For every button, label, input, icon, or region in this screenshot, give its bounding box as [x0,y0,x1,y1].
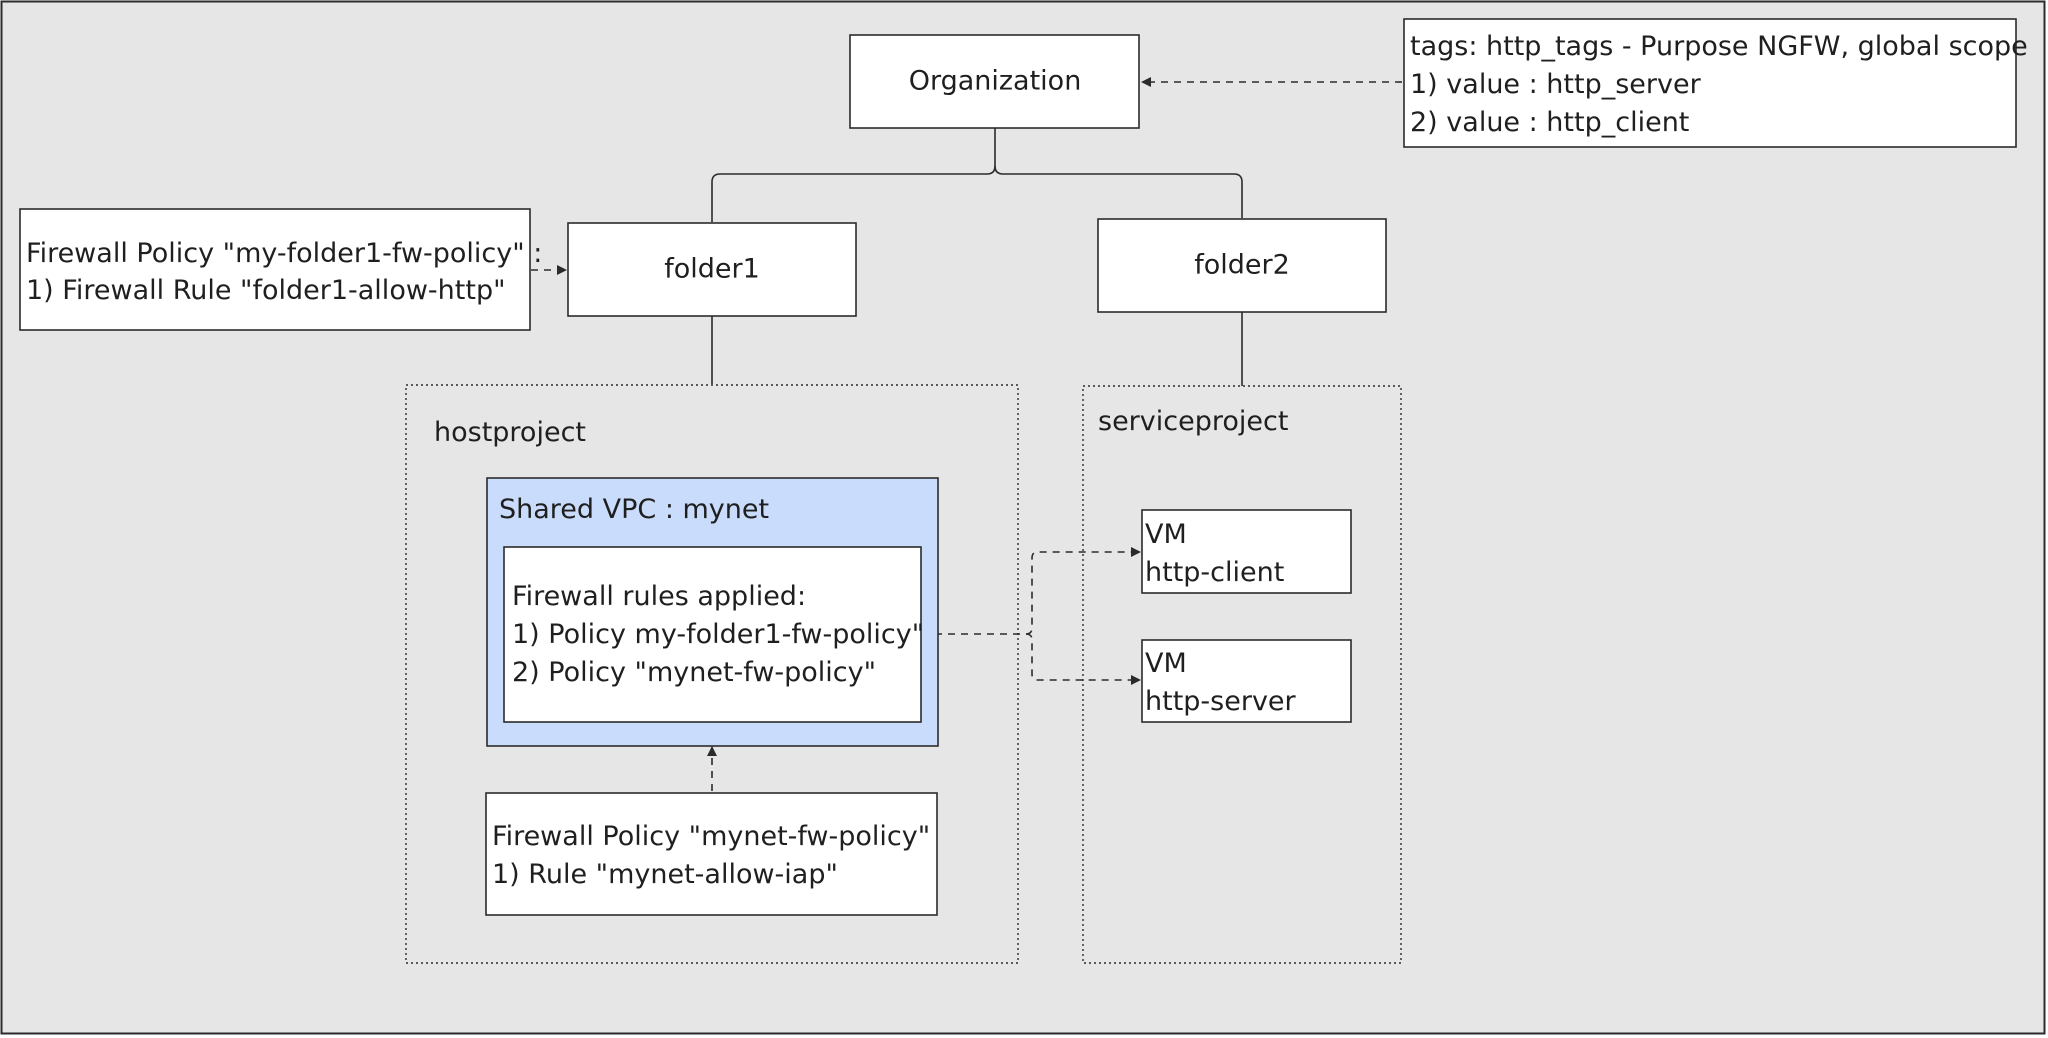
firewall-rules-applied-box[interactable]: Firewall rules applied: 1) Policy my-fol… [503,546,924,723]
folder1-label: folder1 [664,254,760,285]
rules-applied-line-1: Firewall rules applied: [512,581,806,612]
org-tags-line-2: 1) value : http_server [1410,69,1702,100]
folder1-policy-box[interactable]: Firewall Policy "my-folder1-fw-policy" :… [19,208,542,331]
org-tags-line-1: tags: http_tags - Purpose NGFW, global s… [1410,31,2028,62]
org-tags-line-3: 2) value : http_client [1410,107,1689,138]
rules-applied-line-2: 1) Policy my-folder1-fw-policy" [512,619,924,650]
mynet-policy-box[interactable]: Firewall Policy "mynet-fw-policy" 1) Rul… [485,792,938,916]
vm-client-line-1: VM [1145,519,1187,550]
hostproject-label: hostproject [434,417,586,448]
dashed-arrows [531,77,1402,791]
mynet-policy-line-2: 1) Rule "mynet-allow-iap" [492,859,838,890]
organization-node[interactable]: Organization [849,34,1140,129]
serviceproject-label: serviceproject [1098,406,1288,437]
vm-client-line-2: http-client [1145,557,1284,588]
folder1-policy-line-1: Firewall Policy "my-folder1-fw-policy" : [26,238,542,269]
mynet-policy-line-1: Firewall Policy "mynet-fw-policy" [492,821,930,852]
vm-http-client-node[interactable]: VM http-client [1141,509,1352,594]
serviceproject-container[interactable]: serviceproject [1082,385,1402,964]
folder2-node[interactable]: folder2 [1097,218,1387,313]
vm-http-server-node[interactable]: VM http-server [1141,639,1352,723]
folder2-label: folder2 [1194,250,1290,281]
rules-applied-line-3: 2) Policy "mynet-fw-policy" [512,657,876,688]
hostproject-container[interactable]: hostproject [405,384,1019,964]
folder1-policy-line-2: 1) Firewall Rule "folder1-allow-http" [26,275,506,306]
rules-to-vm-server-arrow [1025,633,1141,685]
folder1-node[interactable]: folder1 [567,222,857,317]
organization-label: Organization [909,66,1082,97]
hierarchy-connectors [711,128,1243,386]
vm-server-line-1: VM [1145,648,1187,679]
shared-vpc-label: Shared VPC : mynet [499,494,769,525]
vm-server-line-2: http-server [1145,686,1297,717]
org-tags-box[interactable]: tags: http_tags - Purpose NGFW, global s… [1403,18,2028,148]
